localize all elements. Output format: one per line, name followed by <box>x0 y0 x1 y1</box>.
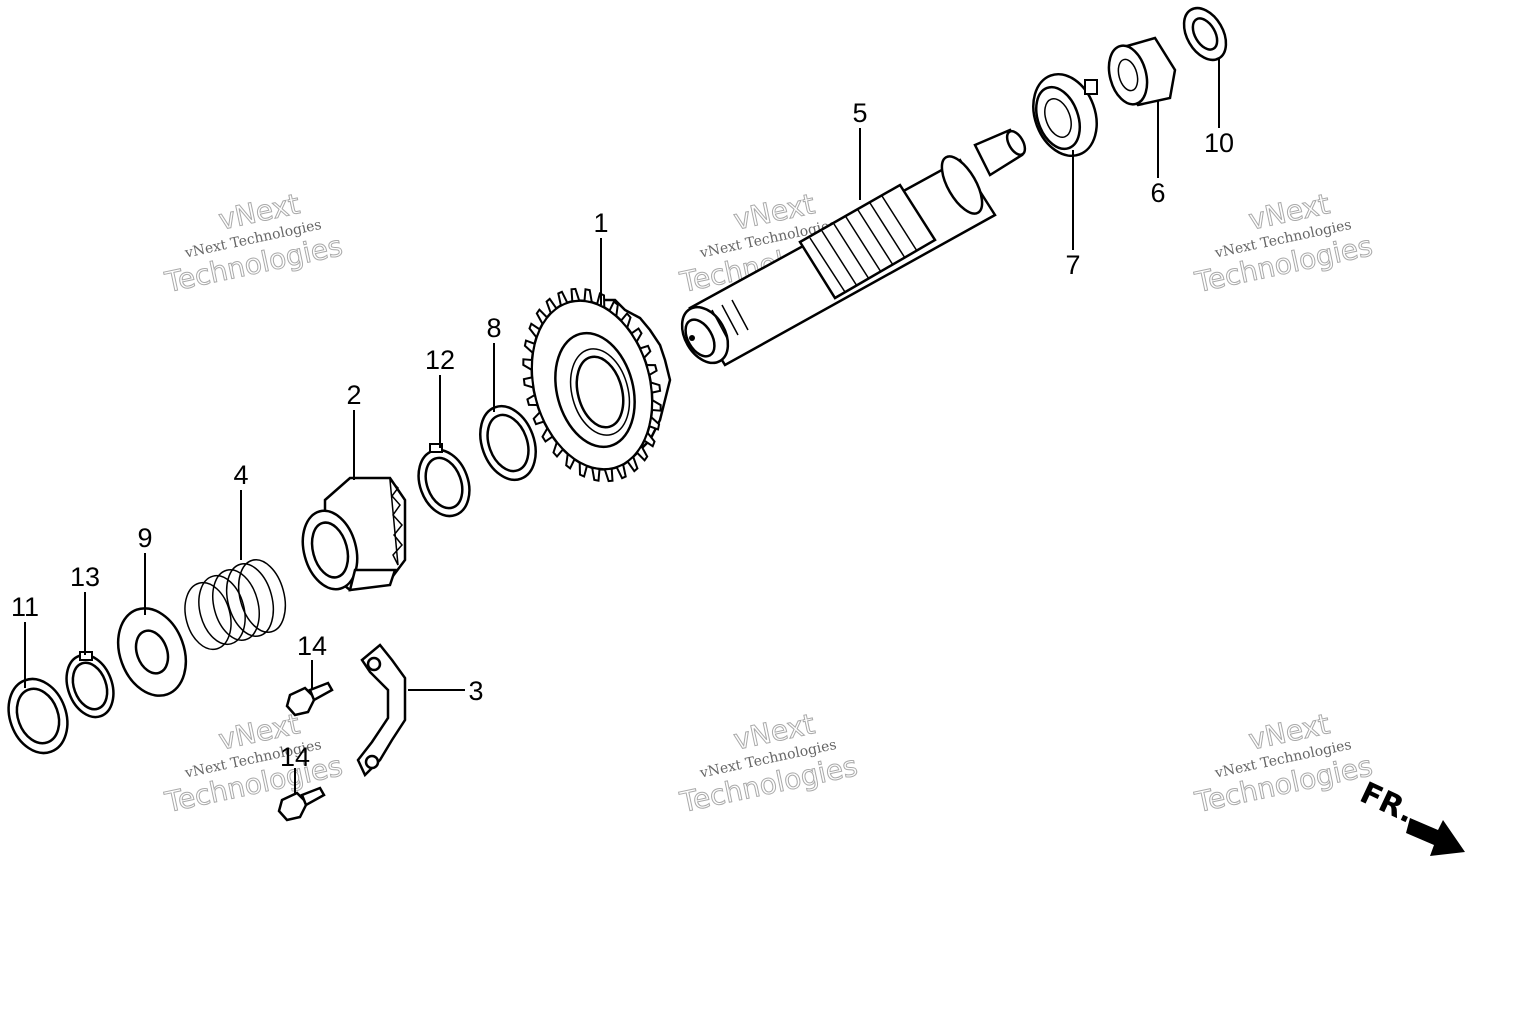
gear-tooth <box>583 288 594 304</box>
gear-tooth <box>565 452 576 470</box>
gear-tooth <box>541 426 554 443</box>
callout-2: 2 <box>346 380 361 410</box>
gear-tooth <box>545 297 558 315</box>
gear-tooth <box>608 300 619 318</box>
gear-tooth <box>649 381 662 394</box>
gear-tooth <box>603 467 614 483</box>
washer-part-10 <box>1182 6 1228 62</box>
circlip-part <box>417 443 471 518</box>
bolt-part-lower <box>277 786 326 822</box>
gear-tooth <box>645 363 658 377</box>
gear-tooth <box>526 393 539 407</box>
oil-seal-part <box>1032 72 1098 158</box>
gear-tooth <box>650 398 662 412</box>
gear-tooth <box>630 327 643 344</box>
gear-tooth <box>643 430 656 448</box>
callout-12: 12 <box>425 345 455 375</box>
gear-tooth <box>557 290 569 307</box>
washer-part-11 <box>7 677 69 755</box>
callout-13: 13 <box>70 562 100 592</box>
ratchet-part <box>301 476 407 592</box>
collar-part <box>1107 36 1177 107</box>
callout-labels: 1 2 3 4 5 6 7 8 9 10 11 12 13 14 14 <box>11 98 1234 772</box>
gear-tooth <box>635 444 649 462</box>
leader-lines <box>24 58 1220 795</box>
callout-14-lower: 14 <box>280 742 310 772</box>
gear-tooth <box>528 322 541 340</box>
callout-8: 8 <box>486 313 501 343</box>
gear-tooth <box>578 461 589 478</box>
gear-tooth <box>522 358 534 372</box>
callout-9: 9 <box>137 523 152 553</box>
callout-1: 1 <box>593 208 608 238</box>
gear-tooth <box>535 308 549 326</box>
gear-tooth <box>638 344 652 360</box>
shaft-part <box>680 128 1027 367</box>
callout-5: 5 <box>852 98 867 128</box>
callout-14-upper: 14 <box>297 631 327 661</box>
gear-part <box>522 287 672 483</box>
callout-11: 11 <box>11 592 39 622</box>
front-arrow-icon <box>1406 818 1465 856</box>
bolt-part-upper <box>285 681 334 717</box>
gear-tooth <box>626 455 639 473</box>
stopper-plate-part <box>356 643 407 778</box>
gear-tooth <box>522 376 535 389</box>
circlip-part-13 <box>65 651 115 719</box>
washer-part <box>479 404 537 482</box>
gear-tooth <box>552 440 565 459</box>
spring-part <box>184 559 287 651</box>
gear-tooth <box>532 410 546 426</box>
callout-10: 10 <box>1204 128 1234 158</box>
spring-seat-part <box>116 607 188 697</box>
gear-tooth <box>615 463 627 480</box>
callout-6: 6 <box>1150 178 1165 208</box>
callout-3: 3 <box>468 676 483 706</box>
gear-tooth <box>590 466 601 482</box>
gear-tooth <box>619 311 632 330</box>
gear-tooth <box>570 287 581 303</box>
callout-4: 4 <box>233 460 248 490</box>
callout-7: 7 <box>1065 250 1080 280</box>
gear-tooth <box>648 415 661 431</box>
gear-tooth <box>523 339 536 355</box>
front-direction-indicator: FR. <box>1355 776 1465 856</box>
